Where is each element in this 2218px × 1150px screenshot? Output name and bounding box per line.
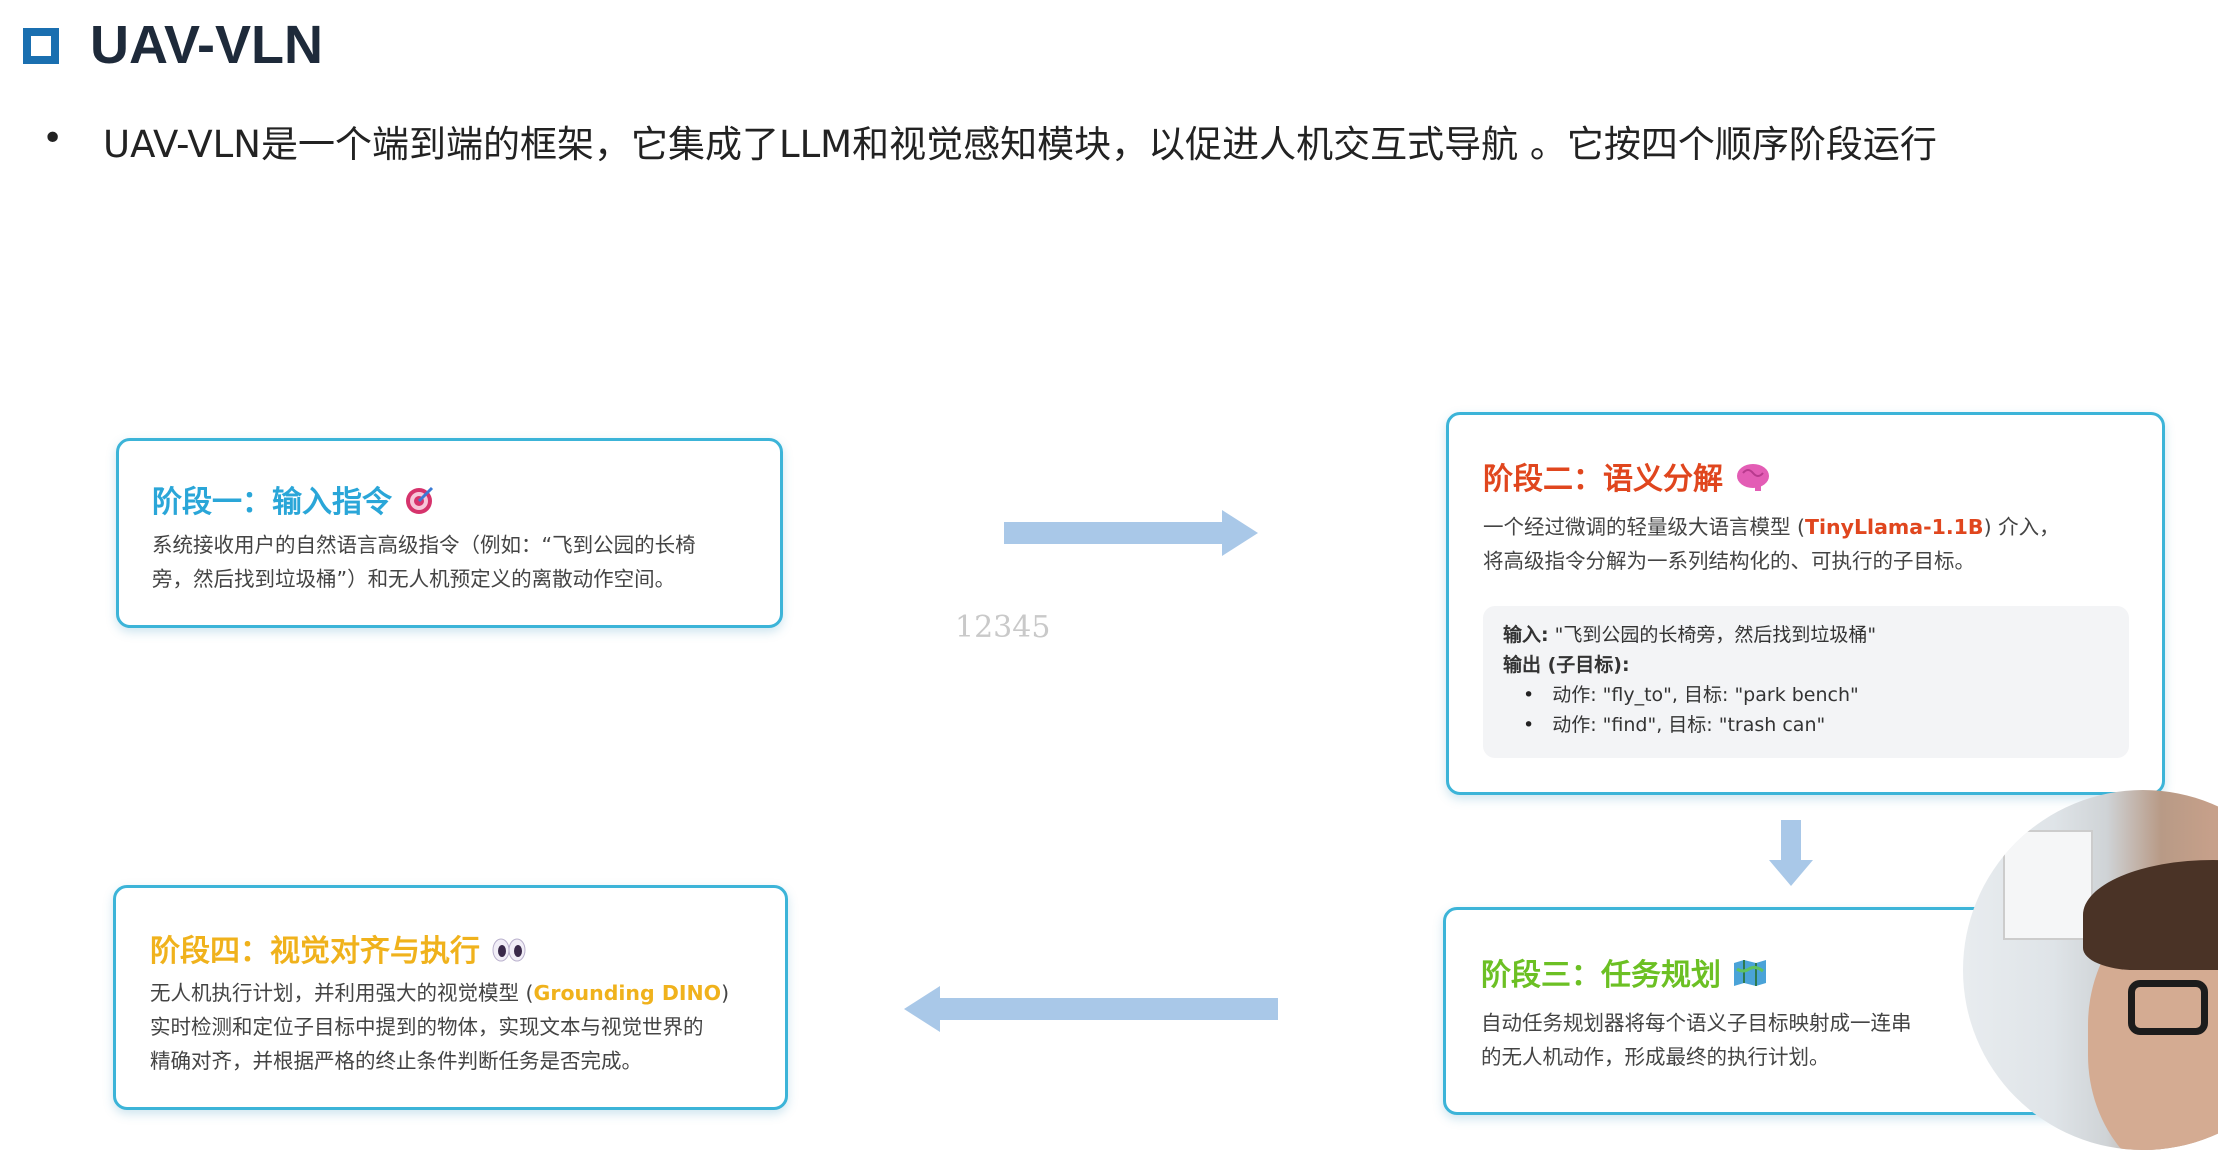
map-icon (1733, 959, 1767, 995)
target-icon (404, 484, 436, 524)
stage1-title-text: 阶段一：输入指令 (152, 485, 392, 520)
stage1-body: 系统接收用户的自然语言高级指令（例如：“飞到公园的长椅 旁，然后找到垃圾桶”）和… (152, 528, 696, 596)
stage2-card: 阶段二：语义分解 一个经过微调的轻量级大语言模型 (TinyLlama-1.1B… (1446, 412, 2165, 795)
brain-icon (1735, 461, 1771, 501)
stage2-body-text: 一个经过微调的轻量级大语言模型 ( (1483, 515, 1806, 539)
example-input-value: "飞到公园的长椅旁，然后找到垃圾桶" (1548, 624, 1877, 646)
stage2-body-line: 将高级指令分解为一系列结构化的、可执行的子目标。 (1483, 549, 1975, 573)
title-square-icon (23, 28, 59, 64)
arrow-down-icon (1769, 820, 1813, 886)
stage4-model-name: Grounding DINO (533, 981, 722, 1005)
stage3-title: 阶段三：任务规划 (1481, 950, 1767, 995)
example-input-label: 输入: (1503, 624, 1549, 646)
stage2-body-text: ) 介入， (1983, 515, 2060, 539)
example-output-label: 输出 (子目标): (1503, 654, 1630, 676)
stage2-title: 阶段二：语义分解 (1483, 454, 1771, 501)
stage4-body-line: 精确对齐，并根据严格的终止条件判断任务是否完成。 (150, 1049, 642, 1073)
webcam-background-poster (2003, 830, 2093, 940)
stage2-model-name: TinyLlama-1.1B (1805, 515, 1984, 539)
subgoal-item: 动作: "find", 目标: "trash can" (1523, 710, 2109, 740)
arrow-left-icon (904, 986, 1278, 1032)
subgoal-item: 动作: "fly_to", 目标: "park bench" (1523, 680, 2109, 710)
stage3-body: 自动任务规划器将每个语义子目标映射成一连串 的无人机动作，形成最终的执行计划。 (1481, 1006, 1912, 1074)
watermark-text: 12345 (955, 610, 1051, 645)
stage4-title-text: 阶段四：视觉对齐与执行 (150, 934, 480, 969)
slide-title: UAV-VLN (90, 15, 324, 75)
intro-bullet-text: UAV-VLN是一个端到端的框架，它集成了LLM和视觉感知模块，以促进人机交互式… (103, 123, 1937, 166)
stage1-body-line: 旁，然后找到垃圾桶”）和无人机预定义的离散动作空间。 (152, 567, 676, 591)
eyes-icon (492, 935, 526, 970)
stage2-example-box: 输入: "飞到公园的长椅旁，然后找到垃圾桶" 输出 (子目标): 动作: "fl… (1483, 606, 2129, 758)
webcam-person-hair (2083, 860, 2218, 970)
stage3-body-line: 自动任务规划器将每个语义子目标映射成一连串 (1481, 1011, 1912, 1035)
stage4-body-line: 实时检测和定位子目标中提到的物体，实现文本与视觉世界的 (150, 1015, 704, 1039)
stage2-title-text: 阶段二：语义分解 (1483, 462, 1723, 497)
stage4-body-text: 无人机执行计划，并利用强大的视觉模型 ( (150, 981, 534, 1005)
bullet-icon: • (42, 118, 64, 159)
stage1-title: 阶段一：输入指令 (152, 477, 436, 524)
arrow-right-icon (1004, 510, 1258, 556)
stage1-body-line: 系统接收用户的自然语言高级指令（例如：“飞到公园的长椅 (152, 533, 696, 557)
stage4-card: 阶段四：视觉对齐与执行 无人机执行计划，并利用强大的视觉模型 (Groundin… (113, 885, 788, 1110)
stage4-title: 阶段四：视觉对齐与执行 (150, 926, 526, 970)
stage3-body-line: 的无人机动作，形成最终的执行计划。 (1481, 1045, 1830, 1069)
webcam-glasses (2128, 980, 2208, 1035)
stage2-body: 一个经过微调的轻量级大语言模型 (TinyLlama-1.1B) 介入， 将高级… (1483, 510, 2060, 578)
stage4-body: 无人机执行计划，并利用强大的视觉模型 (Grounding DINO) 实时检测… (150, 976, 729, 1078)
stage3-title-text: 阶段三：任务规划 (1481, 958, 1721, 993)
stage4-body-text: ) (721, 981, 730, 1005)
stage1-card: 阶段一：输入指令 系统接收用户的自然语言高级指令（例如：“飞到公园的长椅 旁，然… (116, 438, 783, 628)
